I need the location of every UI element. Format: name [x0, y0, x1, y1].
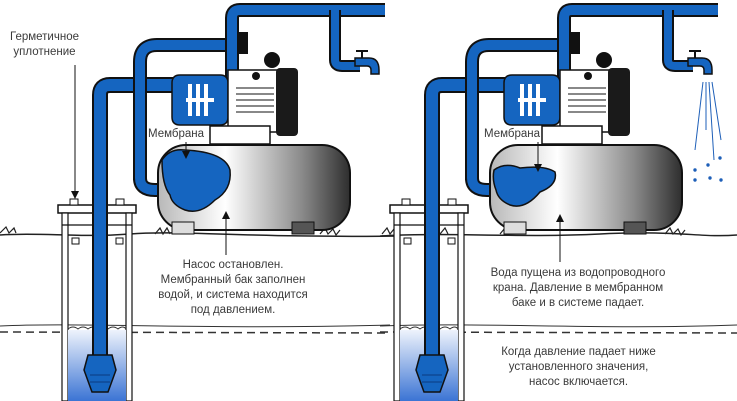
caption-left: Насос остановлен. Мембранный бак заполне…	[158, 259, 308, 316]
impeller	[518, 84, 546, 116]
membrane-label-left: Мембрана	[148, 128, 205, 140]
well-casing	[57, 198, 137, 401]
foot-valve	[83, 354, 117, 393]
faucet-open	[687, 50, 713, 75]
caption-right: Вода пущена из водопроводного крана. Дав…	[490, 267, 666, 309]
pressure-tank	[157, 144, 351, 235]
right-panel	[379, 3, 737, 401]
water-spray	[693, 81, 723, 182]
caption-right-2: Когда давление падает ниже установленног…	[501, 346, 656, 388]
ground-line	[0, 232, 401, 238]
water-table-dashed	[0, 331, 391, 334]
membrane	[492, 164, 557, 207]
membrane	[161, 148, 231, 212]
water-table-line	[0, 324, 391, 328]
grass	[381, 226, 686, 237]
pump	[171, 32, 298, 145]
seal-label: Герметичное уплотнение	[10, 31, 79, 58]
pressure-tank	[489, 144, 683, 235]
left-panel	[0, 3, 401, 401]
impeller	[186, 84, 214, 116]
faucet-closed	[354, 50, 380, 75]
water-table-line	[379, 324, 737, 328]
membrane-label-right: Мембрана	[484, 128, 541, 140]
foot-valve	[415, 354, 449, 393]
